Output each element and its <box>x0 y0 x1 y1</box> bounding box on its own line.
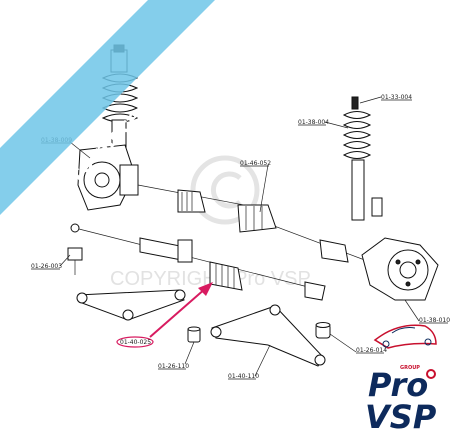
left-driveshaft <box>137 184 261 213</box>
right-strut <box>342 96 383 221</box>
right-driveshaft <box>237 204 371 263</box>
label-01-40-110: 01-40-110 <box>228 373 259 380</box>
label-01-38-010: 01-38-010 <box>419 317 450 324</box>
logo-tagline: GROUP <box>400 365 420 371</box>
steering-rack <box>70 223 326 301</box>
provsp-logo: GROUP Pro VSP <box>365 324 437 436</box>
label-01-33-004: 01-33-004 <box>381 94 412 101</box>
bush-small <box>187 326 201 343</box>
label-01-40-025: 01-40-025 <box>120 339 151 346</box>
label-01-26-014: 01-26-014 <box>356 347 387 354</box>
tie-rod-end-left <box>67 247 83 275</box>
logo-vsp: VSP <box>365 398 437 436</box>
lower-arm-left <box>76 289 186 321</box>
highlight-arrow <box>116 282 213 348</box>
leader-lines <box>59 96 420 377</box>
logo-pro: Pro <box>368 366 428 404</box>
label-01-26-110: 01-26-110 <box>158 363 189 370</box>
label-01-26-003: 01-26-003 <box>31 263 62 270</box>
label-01-46-052: 01-46-052 <box>240 160 271 167</box>
bush-right <box>315 322 331 339</box>
right-knuckle <box>361 237 439 301</box>
lower-arm-right <box>210 304 326 367</box>
left-knuckle <box>77 144 139 211</box>
label-01-38-004: 01-38-004 <box>298 119 329 126</box>
